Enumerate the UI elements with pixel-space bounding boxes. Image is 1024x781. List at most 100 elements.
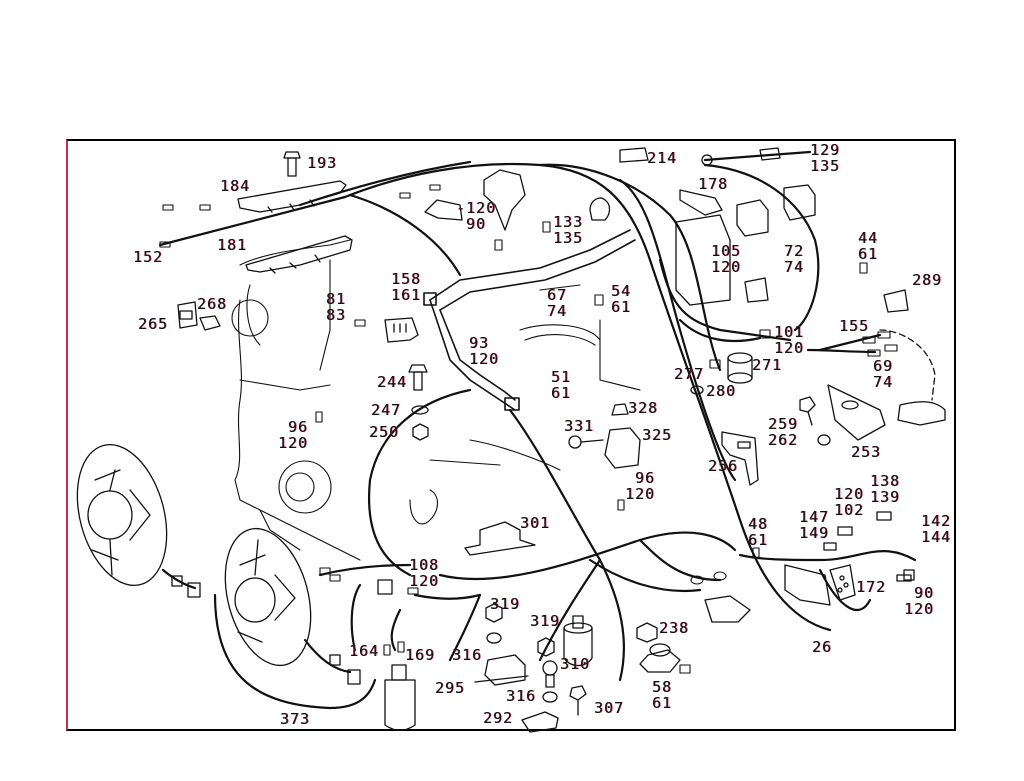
part-number: 44 — [858, 229, 879, 247]
part-number: 61 — [748, 531, 769, 549]
part-callout: 310 — [560, 656, 590, 672]
diagram-frame — [66, 139, 956, 731]
part-callout: 307 — [594, 700, 624, 716]
harness-conduit — [423, 229, 636, 411]
part-number: 96 — [625, 469, 656, 487]
part-number: 292 — [483, 709, 514, 727]
part-number: 144 — [921, 528, 952, 546]
sensor-58-nut-238 — [636, 595, 751, 673]
part-number: 67 — [547, 286, 568, 304]
part-number: 184 — [220, 177, 251, 195]
part-number: 102 — [834, 501, 865, 519]
part-number: 61 — [551, 384, 572, 402]
part-number: 120 — [711, 258, 742, 276]
part-number: 69 — [873, 357, 894, 375]
part-callout: 152 — [133, 249, 163, 265]
relay-boxes — [424, 147, 909, 313]
part-number: 307 — [594, 699, 625, 717]
part-number: 155 — [839, 317, 870, 335]
fan-right — [224, 527, 312, 667]
part-number: 105 — [711, 242, 742, 260]
part-callout: 181 — [217, 237, 247, 253]
part-callout: 301 — [520, 515, 550, 531]
sensor-268-265 — [177, 301, 221, 331]
engine-block-outline — [231, 239, 641, 561]
part-number: 58 — [652, 678, 673, 696]
part-number: 325 — [642, 426, 673, 444]
part-number: 259 — [768, 415, 799, 433]
part-number: 280 — [706, 382, 737, 400]
part-number: 101 — [774, 323, 805, 341]
part-callout: 328 — [628, 400, 658, 416]
part-number: 164 — [349, 642, 380, 660]
part-callout: 331 — [564, 418, 594, 434]
part-number: 271 — [752, 356, 783, 374]
fan-left — [76, 443, 168, 587]
part-callout: 169 — [405, 647, 435, 663]
part-number: 158 — [391, 270, 422, 288]
part-number: 74 — [784, 258, 805, 276]
part-callout: 265 — [138, 316, 168, 332]
part-callout: 319 — [530, 613, 560, 629]
part-number: 152 — [133, 248, 164, 266]
part-number: 277 — [674, 365, 705, 383]
part-callout: 268 — [197, 296, 227, 312]
part-number: 149 — [799, 524, 830, 542]
part-number: 319 — [530, 612, 561, 630]
part-callout: 238 — [659, 620, 689, 636]
part-number: 147 — [799, 508, 830, 526]
injector-rail-181 — [245, 235, 353, 274]
part-number: 172 — [856, 578, 887, 596]
part-number: 135 — [553, 229, 584, 247]
part-number: 72 — [784, 242, 805, 260]
part-number: 90 — [456, 215, 487, 233]
part-number: 262 — [768, 431, 799, 449]
part-callout: -120 90 — [456, 200, 496, 232]
part-callout: 277 — [674, 366, 704, 382]
part-callout: 289 — [912, 272, 942, 288]
part-number: 193 — [307, 154, 338, 172]
part-number: 169 — [405, 646, 436, 664]
relay-295-bracket — [474, 654, 529, 686]
part-number: 51 — [551, 368, 572, 386]
part-number: 373 — [280, 710, 311, 728]
part-callout: 214 — [647, 150, 677, 166]
part-number: 74 — [873, 373, 894, 391]
part-number: 265 — [138, 315, 169, 333]
nuts-319-washers — [485, 603, 587, 716]
part-number: 142 — [921, 512, 952, 530]
part-number: 331 — [564, 417, 595, 435]
part-number: 120 — [278, 434, 309, 452]
part-number: 120 — [625, 485, 656, 503]
part-callout: 319 — [490, 596, 520, 612]
part-number: 54 — [611, 282, 632, 300]
part-number: 256 — [708, 457, 739, 475]
part-number: 310 — [560, 655, 591, 673]
capacitor-169 — [384, 664, 416, 731]
part-callout: 316 — [506, 688, 536, 704]
part-number: 61 — [611, 298, 632, 316]
part-callout: 164 — [349, 643, 379, 659]
part-callout: 247 — [371, 402, 401, 418]
bolt-193 — [283, 151, 301, 177]
part-number: 90 — [904, 584, 935, 602]
part-callout: 244 — [377, 374, 407, 390]
part-number: 61 — [858, 245, 879, 263]
part-number: 238 — [659, 619, 690, 637]
part-number: 253 — [851, 443, 882, 461]
